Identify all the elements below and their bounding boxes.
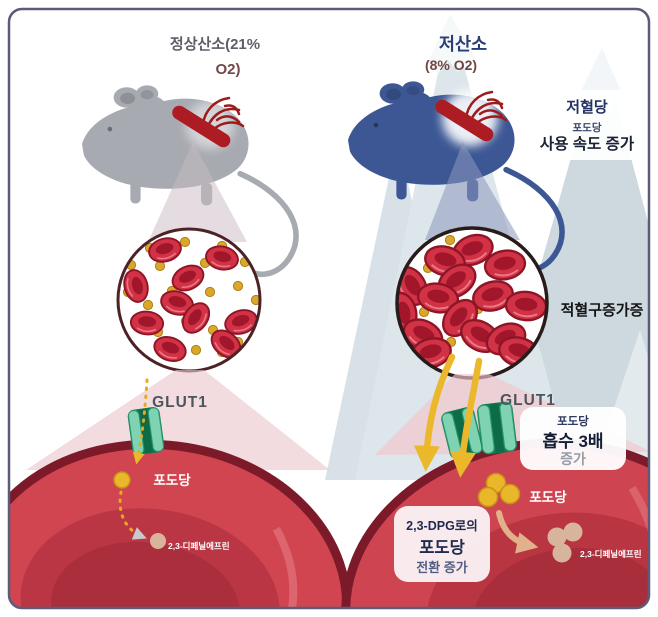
red-blood-cell (205, 245, 239, 271)
red-blood-cell (416, 282, 460, 314)
normoxia-glucose-flow (113, 378, 166, 549)
glucose-dot (204, 286, 216, 298)
red-blood-cell (129, 310, 165, 336)
hypoglycemia-title: 저혈당 (566, 98, 608, 116)
hypoxia-glucose-flow (413, 353, 583, 563)
glut1-label-right: GLUT1 (500, 392, 556, 409)
glucose-label-left: 포도당 (153, 472, 191, 488)
glucose-dot (232, 280, 244, 292)
normoxia-red-cells (123, 237, 258, 363)
uptake-line1: 포도당 (557, 414, 589, 428)
conversion-line3: 전환 증가 (416, 560, 467, 575)
red-blood-cell (181, 302, 211, 334)
glucose-dot (444, 234, 456, 246)
uptake-line3: 증가 (560, 451, 586, 467)
magnify-cone-right (425, 142, 520, 240)
conversion-line1: 2,3-DPG로의 (406, 518, 478, 533)
glucose-to-dpg-arrow (496, 510, 539, 554)
glucose-entry-arrow-1 (413, 353, 456, 472)
red-blood-cell (224, 309, 258, 335)
red-blood-cell (472, 280, 514, 312)
hypoglycemia-subtitle: 포도당 (573, 121, 602, 134)
glucose-label-right: 포도당 (529, 489, 567, 505)
hypoxia-mouse (348, 81, 562, 270)
dpg-molecule (552, 543, 572, 563)
normoxia-condition-line2: O2) (215, 61, 240, 78)
uptake-box: 포도당 흡수 3배 증가 (520, 407, 626, 470)
dpg-molecule (547, 527, 567, 547)
glucose-dot (250, 294, 259, 306)
glucose-to-dpg-arrow (118, 490, 147, 540)
snowcap (428, 14, 478, 74)
normoxia-condition-line1: 정상산소(21% (170, 35, 260, 53)
uptake-line2: 흡수 3배 (542, 431, 603, 451)
red-blood-cell (153, 335, 187, 363)
glucose-dot (154, 260, 166, 272)
glucose-molecule (477, 486, 499, 508)
glucose-molecule (499, 483, 521, 505)
glucose-entry-arrow (132, 378, 149, 465)
red-blood-cell (160, 290, 194, 316)
dpg-label-left: 2,3-디페닐에프린 (168, 541, 230, 551)
hypoxia-condition-line2: (8% O2) (425, 57, 477, 73)
hypoglycemia-emphasis: 사용 속도 증가 (540, 135, 635, 153)
glucose-molecule (113, 471, 131, 489)
frame-border (7, 7, 651, 610)
red-blood-cell (148, 237, 182, 263)
magnify-cone-left (148, 142, 247, 242)
glucose-entry-arrow-2 (449, 357, 483, 478)
red-blood-cell (123, 269, 149, 303)
hypoxia-condition-line1: 저산소 (439, 34, 487, 54)
glut1-label-left: GLUT1 (152, 394, 208, 411)
glucose-dot (190, 344, 202, 356)
normoxia-erythrocyte (9, 439, 352, 608)
red-blood-cell (483, 249, 527, 281)
glucose-dot (179, 236, 191, 248)
dpg-label-right: 2,3-디페닐에프린 (580, 549, 642, 559)
normoxia-mouse (82, 85, 296, 274)
glut1-transporter-left (126, 405, 166, 457)
red-blood-cell (171, 264, 205, 292)
glucose-dot (142, 299, 154, 311)
polycythemia-label: 적혈구증가증 (561, 301, 644, 319)
red-blood-cell (210, 329, 242, 359)
dpg-molecule (563, 522, 583, 542)
hypoglycemia-box: 저혈당 포도당 사용 속도 증가 (522, 90, 649, 160)
conversion-box: 2,3-DPG로의 포도당 전환 증가 (394, 506, 490, 582)
dpg-molecule (150, 533, 166, 549)
conversion-line2: 포도당 (419, 538, 465, 557)
